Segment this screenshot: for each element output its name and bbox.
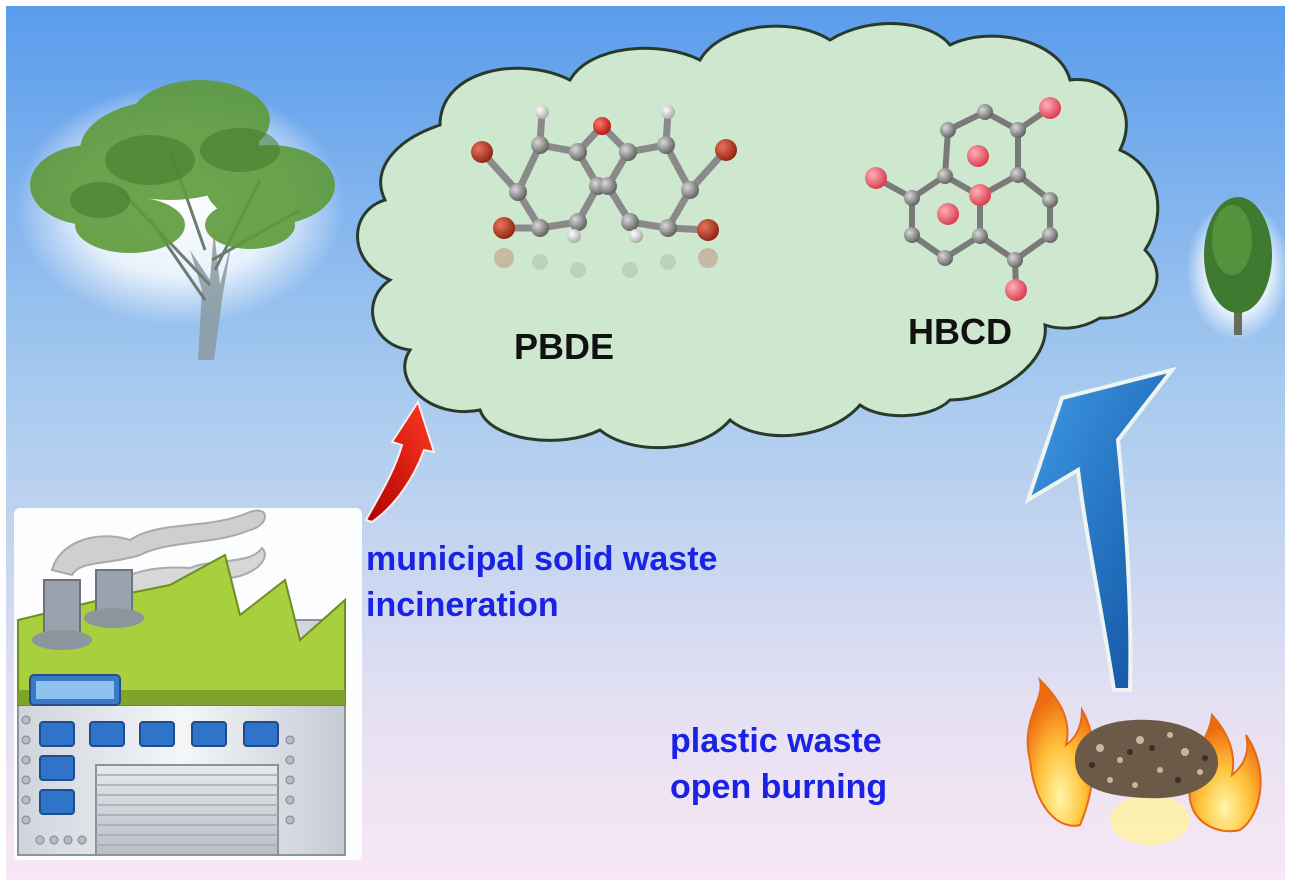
open-burning-line-1: plastic waste [670, 722, 882, 760]
incineration-source-label: municipal solid waste incineration [366, 536, 717, 628]
hbcd-label: HBCD [908, 311, 1012, 352]
incineration-line-2: incineration [366, 586, 559, 624]
blue-arrow-icon [1024, 366, 1178, 692]
tree-right-icon [1186, 197, 1290, 340]
pbde-label: PBDE [514, 326, 615, 367]
incineration-line-1: municipal solid waste [366, 540, 718, 578]
factory-icon [14, 508, 362, 860]
open-burning-line-2: open burning [670, 768, 888, 806]
cloud-shape [356, 22, 1160, 450]
tree-left-icon [15, 80, 345, 360]
burning-waste-icon [1026, 676, 1262, 845]
hbcd-molecule [865, 97, 1061, 301]
open-burning-source-label: plastic waste open burning [670, 718, 887, 810]
pbde-molecule [471, 105, 737, 278]
red-arrow-icon [364, 399, 436, 524]
